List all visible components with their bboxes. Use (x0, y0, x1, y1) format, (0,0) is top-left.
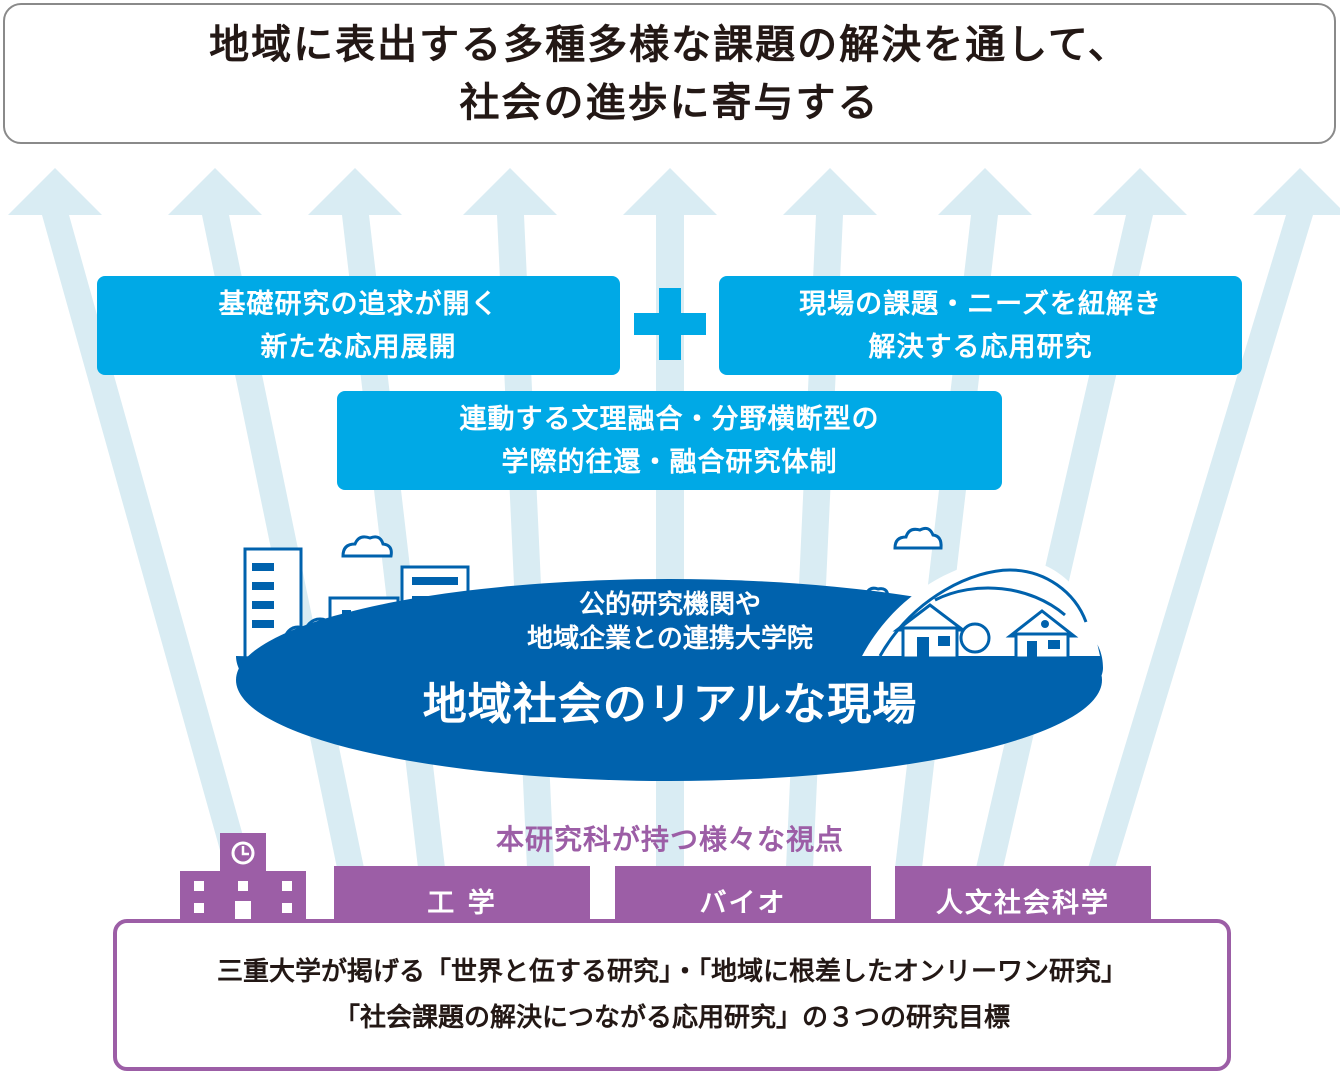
perspectives-title: 本研究科が持つ様々な視点 (495, 823, 844, 856)
applied-research-box: 現場の課題・ニーズを紐解き 解決する応用研究 (719, 276, 1242, 375)
arrow-5 (623, 168, 717, 868)
arrow-1 (8, 168, 252, 868)
university-building-icon (180, 833, 306, 925)
university-goals-box: 三重大学が掲げる「世界と伍する研究」・「地域に根差したオンリーワン研究」 「社会… (113, 919, 1231, 1071)
applied-research-line-2: 解決する応用研究 (868, 331, 1093, 363)
cloud-left-icon (341, 535, 393, 558)
basic-research-line-2: 新たな応用展開 (260, 331, 457, 363)
tree-right (959, 622, 991, 654)
cloud-right-icon (893, 526, 943, 550)
arrow-9 (1088, 168, 1340, 868)
partners-label: 公的研究機関や 地域企業との連携大学院 (470, 588, 870, 656)
university-goals-line-1: 三重大学が掲げる「世界と伍する研究」・「地域に根差したオンリーワン研究」 (216, 957, 1127, 987)
applied-research-line-1: 現場の課題・ニーズを紐解き (799, 288, 1162, 320)
plus-icon-vertical (659, 288, 681, 360)
goal-line-1: 地域に表出する多種多様な課題の解決を通して、 (209, 21, 1130, 68)
research-system-line-1: 連動する文理融合・分野横断型の (459, 403, 880, 435)
basic-research-line-1: 基礎研究の追求が開く (218, 288, 499, 320)
partners-line-2: 地域企業との連携大学院 (527, 624, 813, 654)
partners-line-1: 公的研究機関や (578, 590, 761, 620)
research-system-box: 連動する文理融合・分野横断型の 学際的往還・融合研究体制 (337, 391, 1002, 490)
university-goals-line-2: 「社会課題の解決につながる応用研究」の３つの研究目標 (333, 1003, 1010, 1033)
goal-box: 地域に表出する多種多様な課題の解決を通して、 社会の進歩に寄与する (3, 3, 1336, 144)
goal-line-2: 社会の進歩に寄与する (459, 79, 880, 126)
research-system-line-2: 学際的往還・融合研究体制 (501, 446, 838, 478)
field-title: 地域社会のリアルな現場 (422, 679, 918, 730)
basic-research-box: 基礎研究の追求が開く 新たな応用展開 (97, 276, 620, 375)
